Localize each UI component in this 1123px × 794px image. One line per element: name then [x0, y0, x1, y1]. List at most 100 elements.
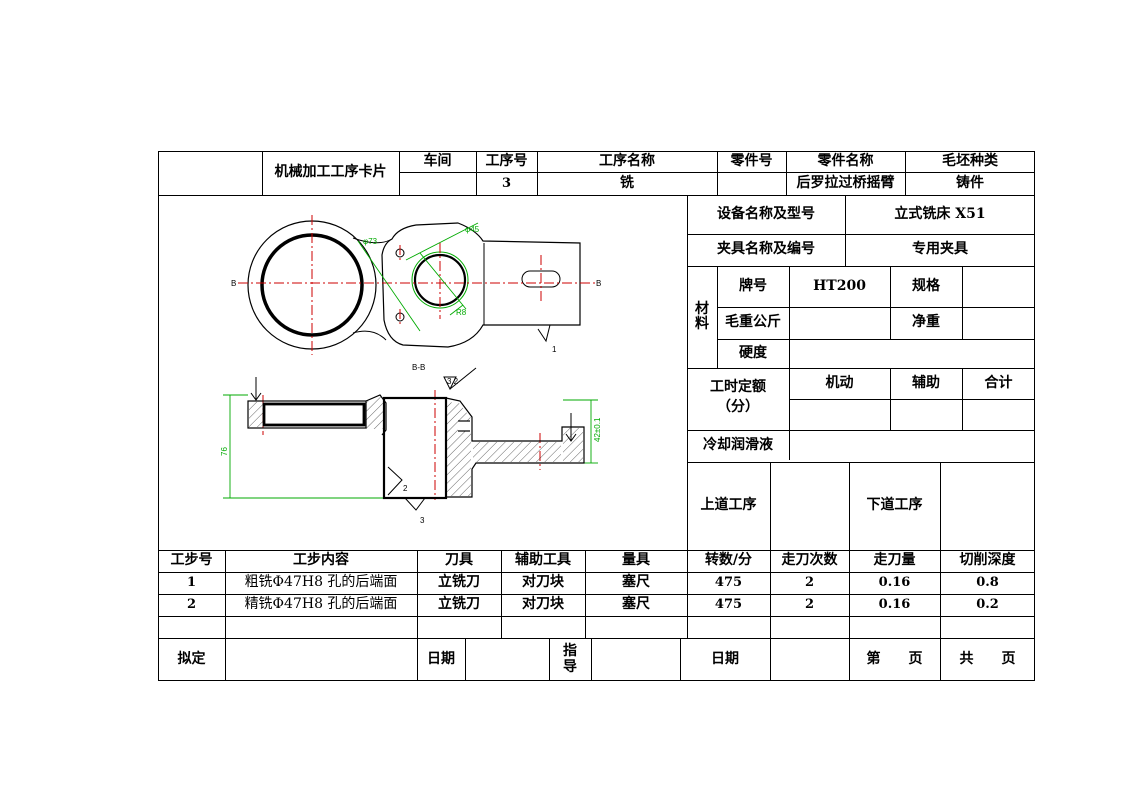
- table-cell-step-content: 精铣Φ47H8 孔的后端面: [244, 596, 398, 613]
- grid-line: [158, 550, 1035, 551]
- time-quota-label: 工时定额: [710, 379, 766, 396]
- dim-right: 42±0.1: [593, 417, 602, 442]
- grid-line: [849, 550, 850, 638]
- grid-line: [717, 339, 1035, 340]
- table-cell-gauge: 塞尺: [622, 574, 650, 591]
- grid-line: [680, 638, 681, 681]
- grid-line: [687, 195, 688, 550]
- section-view: [247, 394, 585, 500]
- dim-phi73: φ73: [363, 237, 378, 246]
- aux-time-label: 辅助: [912, 374, 940, 391]
- grid-line: [789, 266, 790, 460]
- grid-line: [770, 462, 771, 550]
- col-header-depth: 切削深度: [959, 552, 1016, 569]
- hardness-label: 硬度: [739, 344, 767, 361]
- col-header-step-no: 工步号: [170, 552, 213, 569]
- grid-line: [158, 616, 1035, 617]
- equipment-value: 立式铣床 X51: [894, 205, 986, 222]
- table-cell-step-no: 2: [186, 596, 197, 612]
- workshop-value: [399, 173, 476, 195]
- marker-3: 3: [420, 516, 425, 525]
- table-cell-gauge: 塞尺: [622, 596, 650, 613]
- table-cell-feed: 0.16: [878, 596, 911, 612]
- table-cell-step-no: 1: [186, 574, 197, 590]
- total-time-label: 合计: [984, 374, 1013, 391]
- part-drawing: φ73 φ45 R8 76 42±0.1 B B B-B 1 2 3 3.2: [220, 215, 602, 525]
- grid-line: [940, 462, 941, 550]
- spec-label: 规格: [912, 277, 940, 294]
- label-b-left: B: [231, 279, 236, 288]
- marker-2: 2: [403, 484, 408, 493]
- dimension-lines: [223, 222, 598, 499]
- col-header-gauge: 量具: [622, 552, 650, 569]
- table-cell-depth: 0.2: [976, 596, 999, 612]
- grid-line: [687, 462, 1035, 463]
- gross-weight-value: [789, 307, 890, 339]
- material-label: 材料: [695, 300, 709, 332]
- coolant-label: 冷却润滑液: [703, 437, 773, 454]
- grid-line: [417, 550, 418, 638]
- table-cell-feed: 0.16: [878, 574, 911, 590]
- grid-line: [890, 266, 891, 340]
- grid-line: [399, 151, 400, 195]
- dim-phi45: φ45: [465, 225, 480, 234]
- marker-1: 1: [552, 345, 557, 354]
- date-label: 日期: [427, 650, 455, 667]
- grid-line: [537, 151, 538, 195]
- total-pages-label: 共 页: [959, 650, 1016, 667]
- section-hatching: [249, 396, 583, 496]
- grid-line: [501, 550, 502, 638]
- positioning-marks: [250, 324, 577, 511]
- time-quota-unit: （分）: [717, 399, 759, 416]
- dim-76: 76: [220, 447, 229, 456]
- fixture-label: 夹具名称及编号: [717, 241, 815, 258]
- op-no-label: 工序号: [485, 152, 528, 169]
- machine-time-label: 机动: [825, 374, 854, 391]
- card-title: 机械加工工序卡片: [274, 164, 387, 181]
- op-no-value: 3: [501, 175, 512, 191]
- grade-label: 牌号: [739, 277, 767, 294]
- grid-line: [890, 368, 891, 430]
- grid-line: [465, 638, 466, 681]
- grid-line: [158, 638, 1035, 639]
- grid-line: [962, 266, 963, 340]
- grid-line: [940, 638, 941, 681]
- fixture-value: 专用夹具: [912, 241, 968, 258]
- equipment-label: 设备名称及型号: [717, 205, 815, 222]
- grid-line: [158, 572, 1035, 573]
- grid-line: [687, 550, 688, 638]
- hardness-value: [789, 339, 1035, 368]
- roughness-label: 3.2: [447, 377, 459, 386]
- dim-r8: R8: [456, 308, 467, 317]
- workshop-label: 车间: [423, 152, 452, 169]
- grid-line: [770, 550, 771, 638]
- grid-line: [262, 151, 263, 195]
- table-cell-tool: 立铣刀: [438, 596, 480, 613]
- col-header-speed: 转数/分: [704, 552, 753, 569]
- col-header-step-content: 工步内容: [293, 552, 349, 569]
- grid-line: [417, 638, 418, 681]
- table-cell-speed: 475: [714, 596, 743, 612]
- grid-line: [687, 266, 1035, 267]
- prev-op-label: 上道工序: [700, 497, 757, 514]
- col-header-tool: 刀具: [445, 552, 473, 569]
- grid-line: [717, 151, 718, 195]
- table-cell-speed: 475: [714, 574, 743, 590]
- grade-value: HT200: [813, 277, 866, 294]
- table-cell-passes: 2: [804, 574, 815, 590]
- grid-line: [845, 195, 846, 266]
- table-cell-tool: 立铣刀: [438, 574, 480, 591]
- part-no-label: 零件号: [730, 152, 773, 169]
- grid-line: [905, 151, 906, 195]
- grid-line: [717, 266, 718, 368]
- grid-line: [717, 307, 1035, 308]
- grid-line: [158, 195, 1035, 196]
- table-cell-step-content: 粗铣Φ47H8 孔的后端面: [244, 574, 398, 591]
- table-cell-aux-tool: 对刀块: [522, 574, 564, 591]
- guide-label: 指导: [563, 643, 577, 675]
- grid-line: [687, 234, 1035, 235]
- gross-weight-label: 毛重公斤: [725, 314, 781, 331]
- grid-line: [585, 550, 586, 638]
- net-weight-label: 净重: [912, 314, 940, 331]
- part-name-value: 后罗拉过桥摇臂: [796, 175, 895, 192]
